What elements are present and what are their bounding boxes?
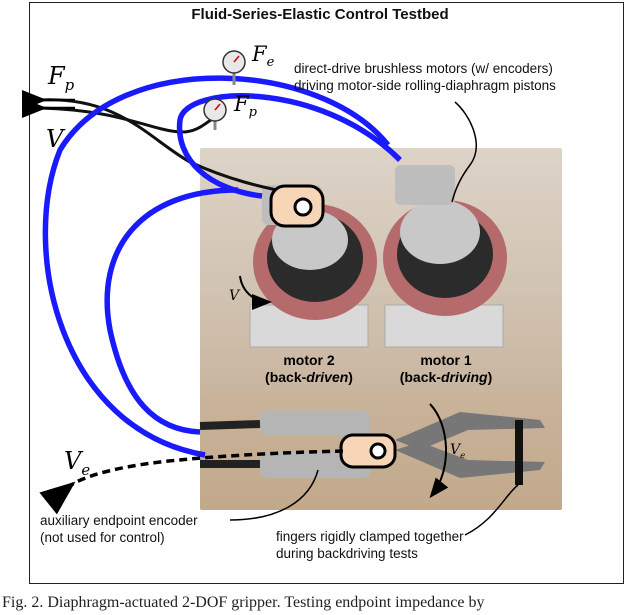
figure-title: Fluid-Series-Elastic Control Testbed — [191, 6, 449, 23]
fingers-leader-line — [464, 484, 519, 536]
motor-rotation-arrow — [239, 275, 272, 310]
endpoint-encoder-icon — [339, 433, 397, 469]
motor-2-label: motor 2 (back-driven) — [265, 352, 353, 385]
figure-frame — [29, 2, 624, 584]
motor-1-label: motor 1 (back-driving) — [399, 352, 493, 385]
fingers-annotation: fingers rigidly clamped together during … — [276, 529, 464, 561]
fp-output-label: Fp — [48, 62, 75, 94]
encoder-leader-line — [229, 469, 319, 521]
encoder-annotation: auxiliary endpoint encoder (not used for… — [40, 513, 198, 545]
figure-caption: Fig. 2. Diaphragm-actuated 2-DOF gripper… — [2, 594, 485, 611]
v-motor-label: V — [229, 288, 240, 304]
fe-label: Fe — [252, 42, 275, 71]
motors-annotation: direct-drive brushless motors (w/ encode… — [294, 61, 556, 93]
v-output-label: V — [46, 125, 64, 153]
gauge-fp-icon — [203, 98, 227, 130]
motor-1-body — [383, 165, 507, 316]
hoses — [42, 75, 402, 458]
gauge-fe-icon — [222, 50, 246, 85]
ve-output-label: Ve — [64, 447, 91, 479]
ve-finger-label: Ve — [450, 442, 466, 461]
motor-2-encoder-icon — [269, 184, 325, 228]
finger-rotation-arrow — [429, 403, 449, 499]
gripper-body — [260, 410, 545, 485]
fp-gauge-label: Fp — [234, 92, 257, 121]
motors-leader-line — [451, 101, 477, 203]
ve-dashed-arrow — [39, 449, 344, 515]
